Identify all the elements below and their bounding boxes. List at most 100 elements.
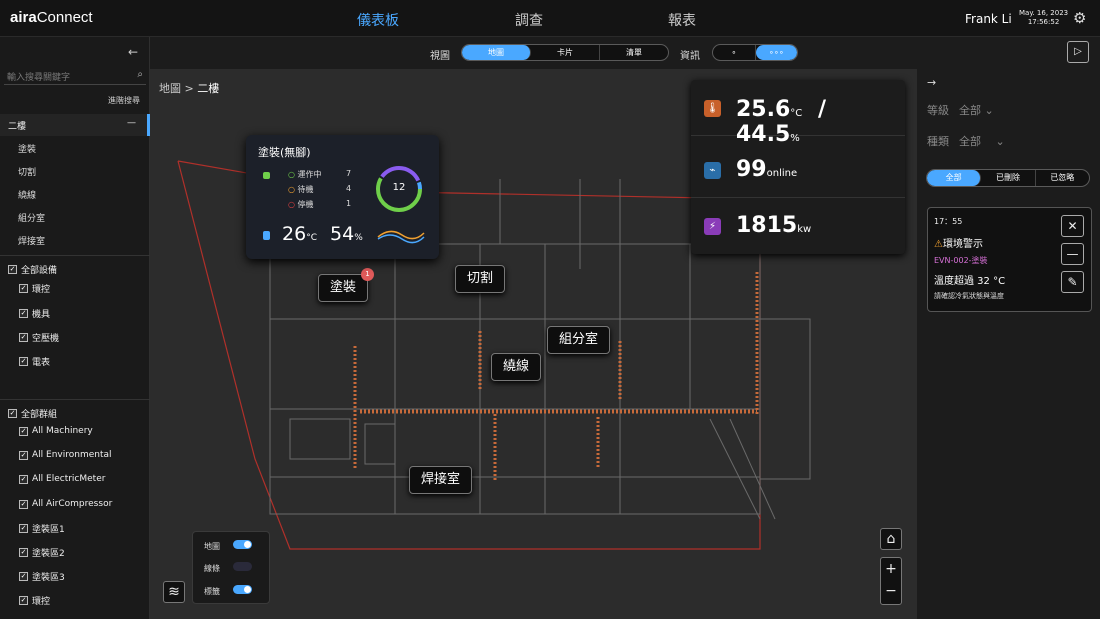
arrow-left-icon[interactable]: ← [128,45,139,59]
filter-all[interactable]: 全部 [927,170,982,186]
filter-ignored[interactable]: 已忽略 [1050,173,1075,182]
alarm-event-id[interactable]: EVN-002-塗裝 [934,256,988,265]
zone-winding[interactable]: 繞線 [491,353,542,381]
info-switch[interactable]: ∘ ∘∘∘ [712,44,798,61]
room-item[interactable]: 繞線 [18,191,37,201]
check-icon: ✓ [19,357,28,366]
info-option-max[interactable]: ∘∘∘ [755,45,797,60]
check-icon: ✓ [19,524,28,533]
trend-wave-icon [377,230,425,244]
zoom-in-button[interactable]: + [885,561,897,577]
user-name[interactable]: Frank Li [965,12,1012,26]
close-icon[interactable]: ✕ [1061,215,1084,237]
room-item[interactable]: 焊接室 [18,237,46,247]
group-checkbox[interactable]: ✓塗裝區2 [19,548,65,559]
device-checkbox[interactable]: ✓空壓機 [19,333,60,344]
advanced-search-link[interactable]: 進階搜尋 [108,96,140,105]
filter-deleted[interactable]: 已刪除 [981,170,1036,186]
device-checkbox[interactable]: ✓環控 [19,284,51,295]
arrow-right-icon[interactable]: → [927,76,937,89]
layer-label: 線條 [204,564,220,573]
check-icon: ✓ [19,474,28,484]
toggle-map-layer[interactable] [233,540,252,549]
zoom-out-button[interactable]: − [885,583,897,599]
zone-cutting[interactable]: 切割 [455,265,506,293]
collapse-floor-icon[interactable]: — [127,118,136,128]
online-count: 99online [736,157,798,182]
view-switch[interactable]: 地圖 卡片 清單 [461,44,669,61]
popup-temperature: 26°C [282,223,317,245]
gear-icon[interactable]: ⚙ [1073,9,1087,27]
device-checkbox[interactable]: ✓機具 [19,309,51,320]
check-icon: ✓ [19,284,28,293]
temp-humidity-row: 🌡 25.6°C / 44.5% [691,80,905,147]
top-bar: airaConnect 儀表板 調查 報表 Frank Li May. 16, … [0,0,1100,37]
level-select[interactable]: 全部 ⌄ [959,104,994,117]
group-checkbox[interactable]: ✓All ElectricMeter [19,474,106,484]
group-checkbox[interactable]: ✓All Environmental [19,450,112,460]
brand-logo[interactable]: airaConnect [10,9,93,26]
green-status-icon [263,172,270,179]
sidebar: ← 輸入搜尋關鍵字 ⌕ 進階搜尋 二樓 — 塗裝 切割 繞線 組分室 焊接室 ✓… [0,37,150,619]
zone-welding[interactable]: 焊接室 [409,466,473,494]
info-label: 資訊 [680,51,700,62]
room-item[interactable]: 切割 [18,168,37,178]
online-row: ⌁ 99online [691,142,905,198]
group-checkbox[interactable]: ✓塗裝區3 [19,572,65,583]
breadcrumb-root[interactable]: 地圖 [159,82,181,95]
divider [0,399,150,400]
info-option-min[interactable]: ∘ [713,45,756,60]
battery-icon: ⚡ [704,218,721,235]
warning-icon: ⚠ [934,239,943,250]
view-toolbar: 視圖 地圖 卡片 清單 資訊 ∘ ∘∘∘ ▷ [150,37,1100,69]
group-checkbox[interactable]: ✓環控 [19,596,51,607]
status-donut [376,166,422,212]
all-devices-checkbox[interactable]: ✓全部設備 [8,265,58,276]
alarm-message: 溫度超過 32 °C [934,276,1006,287]
room-item[interactable]: 塗裝 [18,145,37,155]
group-checkbox[interactable]: ✓All Machinery [19,426,93,436]
all-groups-checkbox[interactable]: ✓全部群組 [8,409,58,420]
thermometer-icon: 🌡 [704,100,721,117]
device-checkbox[interactable]: ✓電表 [19,357,51,368]
view-option-list[interactable]: 清單 [626,48,642,57]
check-icon: ✓ [19,596,28,605]
home-icon[interactable]: ⌂ [880,528,902,550]
room-item[interactable]: 組分室 [18,214,46,224]
nav-dashboard[interactable]: 儀表板 [357,13,399,29]
nav-investigation[interactable]: 調查 [515,13,543,29]
layer-toggle-panel: 地圖 線條 標籤 [192,531,270,604]
search-input[interactable]: 輸入搜尋關鍵字 ⌕ [4,67,146,85]
alert-filter-switch[interactable]: 全部 已刪除 已忽略 [926,169,1090,187]
check-icon: ✓ [19,426,28,436]
alarm-time: 17：55 [934,217,963,226]
play-icon[interactable]: ▷ [1067,41,1089,63]
layer-label: 地圖 [204,542,220,551]
zone-painting[interactable]: 塗裝 1 [318,268,375,302]
type-select[interactable]: 全部 ⌄ [959,135,1005,148]
toggle-labels-layer[interactable] [233,585,252,594]
breadcrumb: 地圖 > 二樓 [159,82,220,95]
group-checkbox[interactable]: ✓All AirCompressor [19,499,113,509]
toggle-lines-layer[interactable] [233,562,252,571]
layers-icon[interactable]: ≋ [163,581,185,603]
check-icon: ✓ [19,333,28,342]
floor-item[interactable]: 二樓 — [0,114,150,136]
nav-reports[interactable]: 報表 [668,13,696,29]
view-option-map[interactable]: 地圖 [462,45,531,60]
alarm-card[interactable]: 17：55 ⚠環境警示 EVN-002-塗裝 溫度超過 32 °C 請確認冷氣狀… [927,207,1092,312]
group-checkbox[interactable]: ✓塗裝區1 [19,524,65,535]
check-icon: ✓ [19,548,28,557]
minus-icon[interactable]: — [1061,243,1084,265]
thermometer-icon [263,231,270,240]
edit-icon[interactable]: ✎ [1061,271,1084,293]
view-option-card[interactable]: 卡片 [531,45,600,60]
check-icon: ✓ [19,450,28,460]
zone-assembly[interactable]: 組分室 [547,326,611,354]
search-icon[interactable]: ⌕ [137,69,143,80]
